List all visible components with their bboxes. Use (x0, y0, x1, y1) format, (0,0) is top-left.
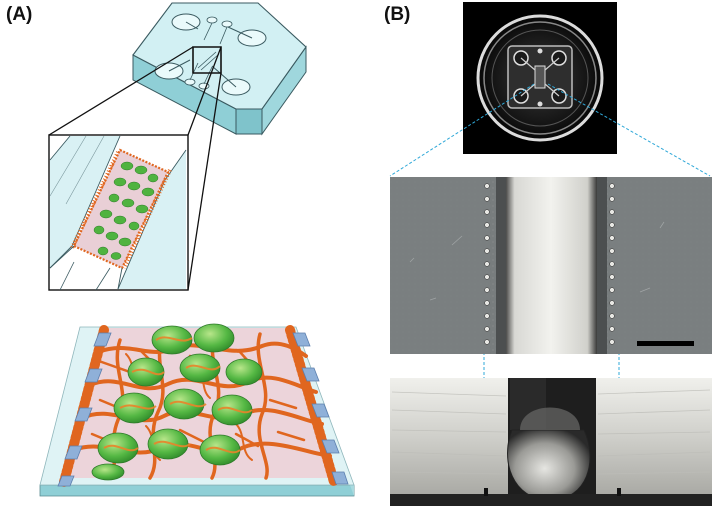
zoom-lines (48, 46, 222, 291)
panel-label-b: (B) (384, 4, 411, 25)
micrograph-top (390, 177, 712, 354)
panel-b (389, 2, 712, 506)
pillar-row-right (609, 183, 615, 345)
tissue-cells (91, 323, 263, 481)
vascular-tissue-block (39, 323, 355, 497)
micrograph-bottom (390, 378, 712, 506)
petri-dish-icon (463, 2, 617, 154)
chamber-inset (48, 134, 189, 291)
panel-a (39, 2, 355, 497)
scale-bar (637, 341, 694, 346)
panel-label-a: (A) (6, 4, 33, 25)
microfluidic-chip-icon (132, 2, 307, 136)
pillar-markers (57, 332, 349, 487)
pillar-row-left (484, 183, 490, 345)
cell-cluster (93, 161, 159, 260)
